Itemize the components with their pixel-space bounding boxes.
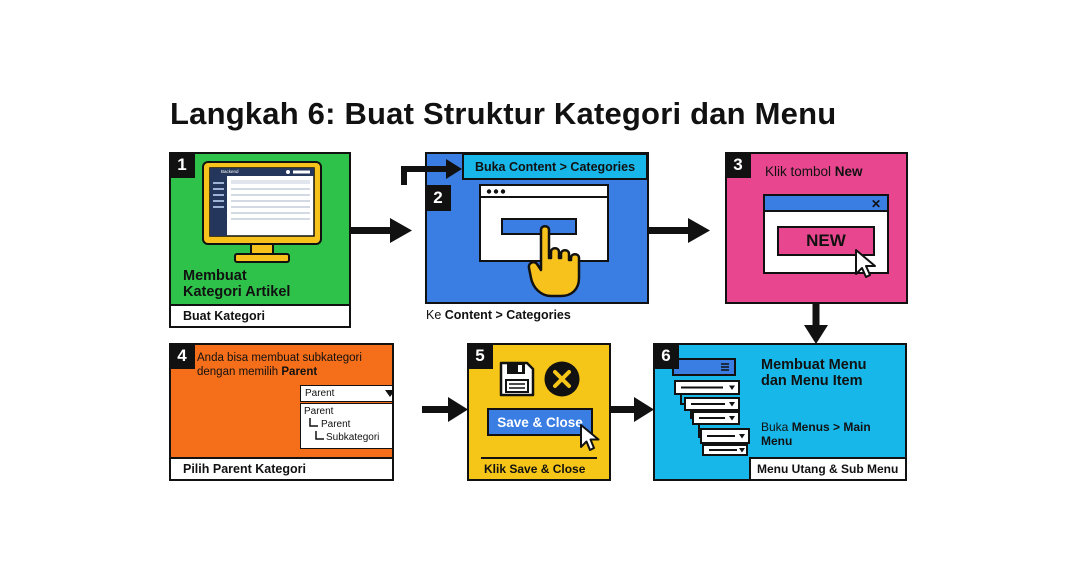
option-item[interactable]: Parent (321, 419, 351, 430)
step1-heading-line2: Kategori Artikel (183, 284, 291, 300)
step3-panel: Klik tombol New ✕ NEW 3 (725, 152, 908, 304)
step3-instruction: Klik tombol New (765, 164, 863, 179)
step6-heading-line2: dan Menu Item (761, 373, 863, 389)
step5-panel: Save & Close Klik Save & Close 5 (467, 343, 611, 481)
step1-heading: Membuat Kategori Artikel (183, 268, 290, 300)
arrow-right-icon (610, 396, 656, 422)
caret-down-icon (385, 390, 392, 397)
dialog-titlebar (765, 196, 887, 212)
step5-caption: Klik Save & Close (484, 462, 586, 476)
option-item[interactable]: Parent (304, 406, 334, 417)
arrow-right-icon (350, 217, 414, 243)
step2-caption-prefix: Ke (426, 308, 445, 322)
categories-menu-bar[interactable] (501, 218, 577, 235)
option-item[interactable]: Subkategori (326, 432, 380, 443)
step6-text-line2: Menu (761, 434, 871, 448)
tree-branch-icon (315, 431, 324, 441)
arrow-down-icon (803, 303, 829, 345)
step4-text-line2-prefix: dengan memilih (197, 366, 282, 378)
step6-text-bold1: Menus > Main (791, 420, 871, 434)
close-icon[interactable]: ✕ (871, 197, 882, 211)
step4-caption: Pilih Parent Kategori (171, 457, 392, 479)
step4-text: Anda bisa membuat subkategori dengan mem… (197, 351, 362, 379)
step5-number-badge: 5 (469, 345, 493, 369)
arrow-right-icon (422, 396, 470, 422)
floppy-disk-icon (499, 361, 535, 397)
step3-instruction-prefix: Klik tombol (765, 164, 835, 179)
parent-select-value: Parent (305, 387, 335, 399)
step4-text-line2-bold: Parent (281, 366, 318, 378)
close-circle-icon (543, 360, 581, 398)
step2-banner: Buka Content > Categories (462, 153, 648, 180)
step2-caption: Ke Content > Categories (426, 308, 571, 322)
step6-text-prefix: Buka (761, 420, 792, 434)
cursor-icon (854, 248, 878, 280)
arrow-right-icon (648, 217, 712, 243)
step4-text-line1: Anda bisa membuat subkategori (197, 352, 362, 364)
page-title: Langkah 6: Buat Struktur Kategori dan Me… (170, 96, 837, 131)
step1-caption: Buat Kategori (171, 304, 349, 326)
step6-text: Buka Menus > Main Menu (761, 420, 871, 448)
new-button[interactable]: NEW (777, 226, 875, 256)
save-close-button[interactable]: Save & Close (487, 408, 593, 436)
monitor-icon (201, 160, 323, 266)
step6-panel: Membuat Menu dan Menu Item Buka Menus > … (653, 343, 907, 481)
parent-select[interactable]: Parent (300, 385, 392, 402)
elbow-arrow-icon (398, 157, 464, 187)
pointing-hand-icon (527, 224, 585, 300)
window-dots-icon (486, 188, 510, 195)
screen-brand-label: Backend (221, 169, 239, 174)
tree-branch-icon (309, 418, 318, 428)
step2-number-badge: 2 (427, 185, 451, 211)
step4-panel: Anda bisa membuat subkategori dengan mem… (169, 343, 394, 481)
step6-number-badge: 6 (655, 345, 679, 369)
step6-text-bold2: Menu (761, 434, 793, 448)
step6-text-line1: Buka Menus > Main (761, 420, 871, 434)
step4-number-badge: 4 (171, 345, 195, 369)
step6-heading-line1: Membuat Menu (761, 357, 867, 373)
step3-instruction-bold: New (834, 164, 863, 179)
cursor-icon (579, 423, 601, 453)
menu-tree-icon (671, 357, 751, 457)
step1-heading-line1: Membuat (183, 268, 247, 284)
step6-heading: Membuat Menu dan Menu Item (761, 357, 867, 389)
step2-caption-bold: Content > Categories (444, 308, 571, 322)
step3-number-badge: 3 (727, 154, 751, 178)
step4-text-line2: dengan memilih Parent (197, 365, 362, 379)
step1-number-badge: 1 (171, 154, 195, 178)
browser-titlebar (481, 186, 607, 198)
step5-caption-rule (481, 457, 597, 459)
step1-panel: Backend Membuat Kategori Artikel Buat Ka… (169, 152, 351, 328)
parent-options-list: Parent Parent Subkategori (300, 403, 392, 449)
step6-caption: Menu Utang & Sub Menu (749, 457, 905, 479)
